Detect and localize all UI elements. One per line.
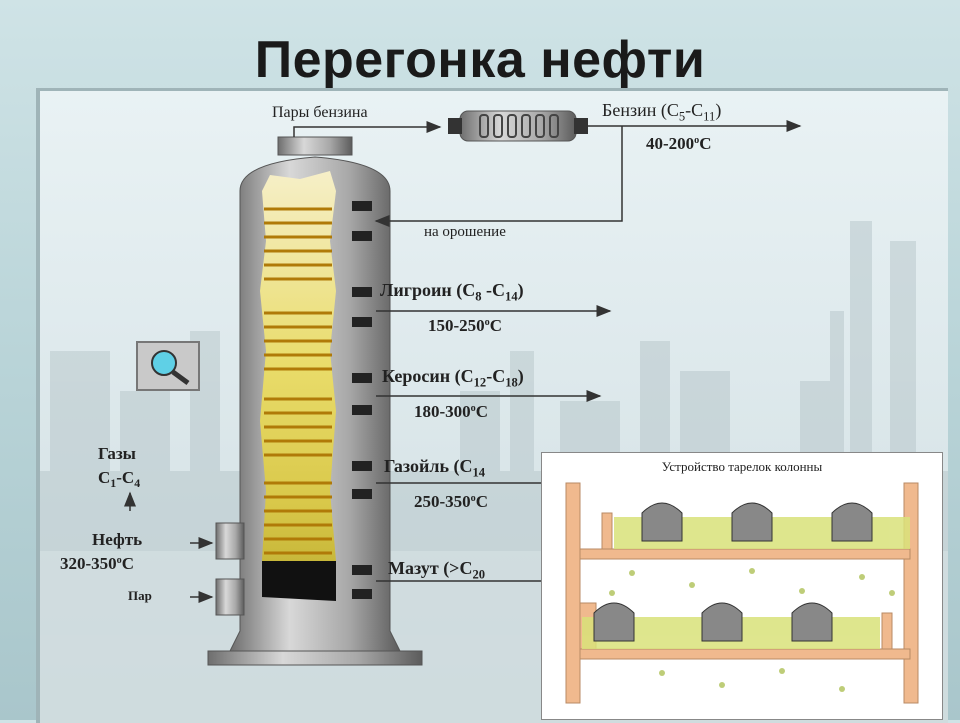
tray-inset: Устройство тарелок колонны — [541, 452, 943, 720]
magnifier-icon — [151, 350, 190, 386]
label-kerosene: Керосин (C12-C18) — [382, 366, 524, 390]
label-gases: Газы — [98, 444, 136, 463]
label-gasoil: Газойль (C14 — [384, 456, 486, 480]
label-ligroin-temp: 150-250oC — [428, 316, 503, 335]
steam-inlet — [215, 578, 245, 616]
label-gasoline-temp: 40-200oC — [646, 134, 712, 153]
flow-arrows — [124, 120, 802, 603]
label-gasoil-temp: 250-350oC — [414, 492, 489, 511]
label-gases-formula: C1-C4 — [98, 468, 141, 491]
distillation-column — [207, 136, 423, 666]
label-gasoline: Бензин (C5-C11) — [602, 100, 722, 124]
distillation-svg — [124, 110, 802, 666]
condenser — [448, 110, 588, 142]
tray-diagram — [565, 482, 919, 704]
label-mazut: Мазут (>C20 — [388, 558, 486, 582]
label-ligroin: Лигроин (C8 -C14) — [380, 280, 524, 304]
oil-inlet — [215, 522, 245, 560]
column-outlets — [352, 201, 372, 599]
bubble-caps — [593, 502, 873, 642]
label-oil-temp: 320-350oC — [60, 554, 135, 573]
inset-title: Устройство тарелок колонны — [661, 459, 823, 474]
label-oil: Нефть — [92, 530, 143, 549]
label-reflux: на орошение — [424, 224, 506, 240]
magnifier-button[interactable] — [136, 341, 200, 391]
column-trays — [264, 207, 332, 555]
page-title: Перегонка нефти — [254, 31, 706, 89]
label-kerosene-temp: 180-300oC — [414, 402, 489, 421]
label-gasoline-vapors: Пары бензина — [272, 104, 368, 121]
label-steam: Пар — [128, 588, 152, 603]
